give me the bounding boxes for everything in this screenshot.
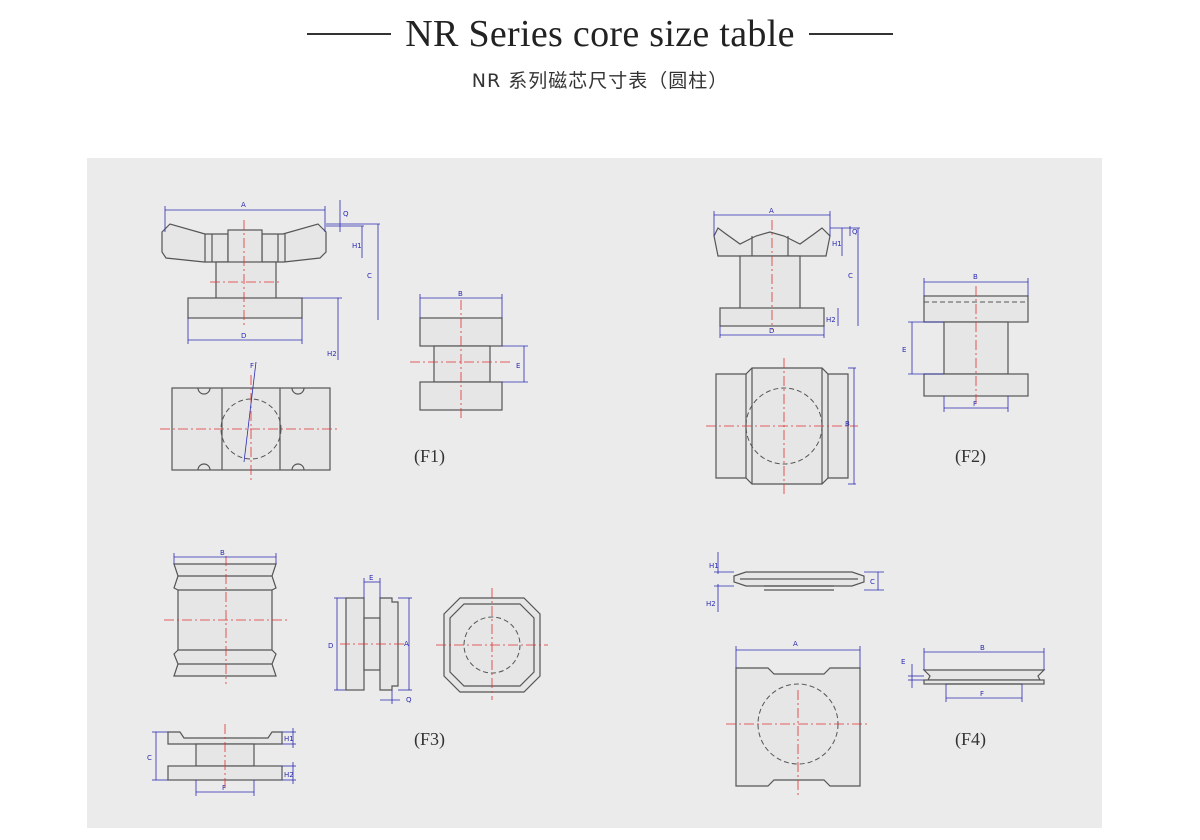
figure-label-f2: (F2): [955, 446, 986, 466]
f2-dim-q: Q: [852, 228, 858, 236]
header: NR Series core size table: [0, 12, 1200, 56]
f1-dim-c: C: [367, 272, 372, 280]
f3-top-view: [436, 588, 548, 700]
f4-side-dim-f: F: [980, 690, 984, 698]
f1-side-view: B E: [410, 290, 528, 420]
f3-bottom-dim-f: F: [222, 784, 226, 792]
figure-label-f3: (F3): [414, 729, 445, 749]
f4-side-view: B E F: [901, 644, 1046, 702]
f3-side-dim-a: A: [404, 640, 409, 648]
page-subtitle: NR 系列磁芯尺寸表（圆柱）: [471, 70, 729, 92]
f2-top-view: B: [706, 358, 858, 494]
f2-dim-h1: H1: [832, 240, 842, 248]
title-rule-left: [307, 33, 392, 35]
page-title: NR Series core size table: [405, 13, 795, 55]
figure-f2: A D C H1 Q H2 B: [706, 207, 1029, 494]
f4-dim-h1: H1: [709, 562, 719, 570]
f4-dim-h2: H2: [706, 600, 716, 608]
figure-label-f1: (F1): [414, 446, 445, 466]
f3-dim-b: B: [220, 549, 225, 557]
f2-dim-d: D: [769, 327, 774, 335]
f4-side-dim-b: B: [980, 644, 985, 652]
f1-side-dim-e: E: [516, 362, 520, 370]
f3-side-dim-d: D: [328, 642, 333, 650]
title-row: NR Series core size table: [307, 12, 893, 56]
f2-side-view: B E F: [902, 273, 1029, 412]
f4-dim-c: C: [870, 578, 875, 586]
f4-top-dim-a: A: [793, 640, 798, 648]
f3-bottom-dim-h1: H1: [284, 735, 294, 743]
f1-dim-q: Q: [343, 210, 349, 218]
f2-side-dim-b: B: [973, 273, 978, 281]
f1-top-view: F: [160, 361, 340, 483]
f1-dim-h2: H2: [327, 350, 337, 358]
f1-dim-h1: H1: [352, 242, 362, 250]
f3-side-view: E D A Q: [328, 574, 412, 704]
f4-side-dim-e: E: [901, 658, 905, 666]
f1-top-dim-f: F: [250, 362, 254, 370]
f4-edge-view: H1 H2 C: [706, 552, 884, 612]
f2-side-dim-e: E: [902, 346, 906, 354]
title-rule-right: [808, 33, 893, 35]
f1-dim-d: D: [241, 332, 246, 340]
f2-dim-c: C: [848, 272, 853, 280]
f4-top-view: A: [726, 640, 870, 796]
f3-bottom-dim-h2: H2: [284, 771, 294, 779]
f2-top-dim-b: B: [845, 420, 850, 428]
figure-f1: A D Q H1 C H2 B: [160, 200, 528, 483]
f1-dim-a: A: [241, 201, 246, 209]
f3-side-dim-e: E: [369, 574, 373, 582]
f3-front-view: B: [164, 549, 288, 684]
figure-f3: B E D A Q: [147, 549, 548, 796]
figure-f4: H1 H2 C A B: [706, 552, 1046, 796]
f2-side-dim-f: F: [973, 400, 977, 408]
f2-dim-a: A: [769, 207, 774, 215]
f3-bottom-view: C H1 H2 F: [147, 724, 296, 796]
f1-side-dim-b: B: [458, 290, 463, 298]
f3-bottom-dim-c: C: [147, 754, 152, 762]
figure-label-f4: (F4): [955, 729, 986, 749]
f2-dim-h2: H2: [826, 316, 836, 324]
f1-front-view: A D Q H1 C H2: [161, 200, 380, 360]
f2-front-view: A D C H1 Q H2: [713, 207, 860, 338]
f3-side-dim-q: Q: [406, 696, 412, 704]
